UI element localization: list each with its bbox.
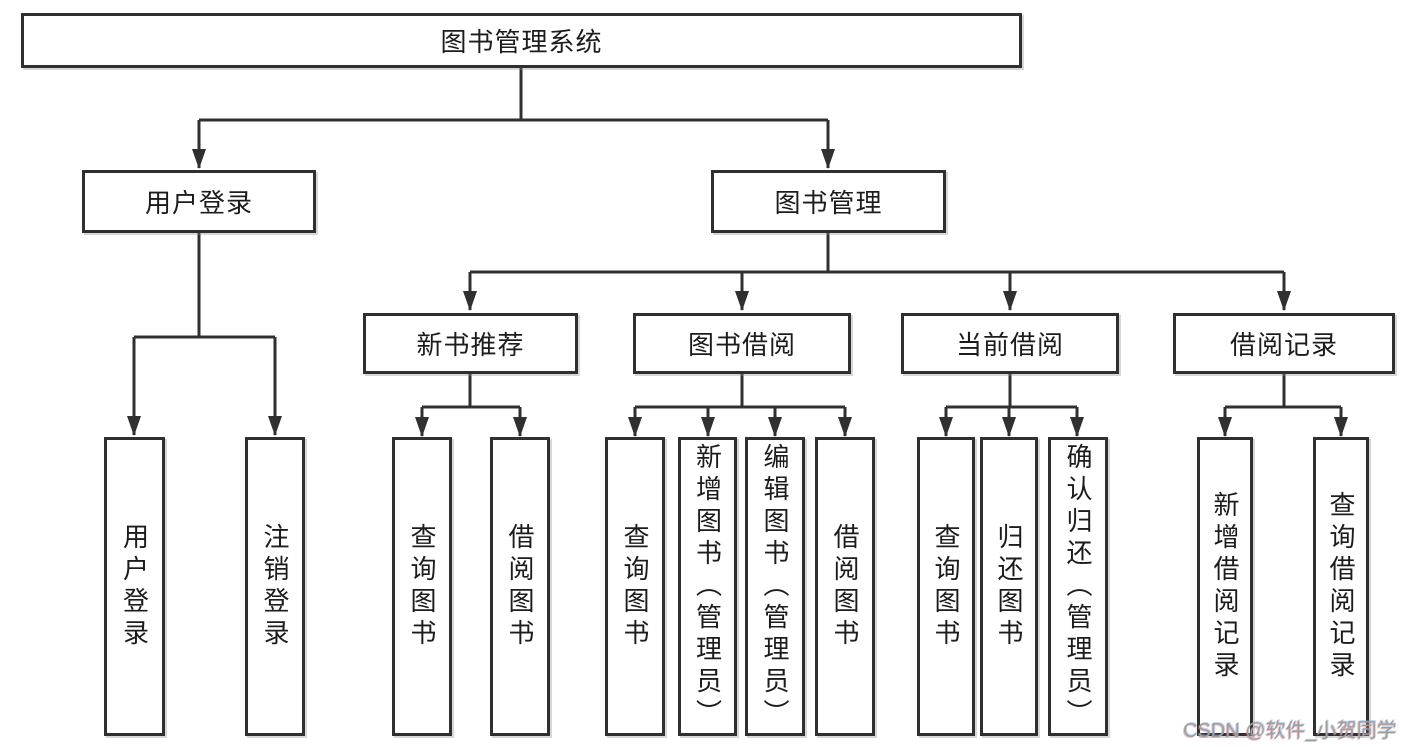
- node-user-login: 用户登录: [82, 170, 316, 233]
- node-book-borrowing: 图书借阅: [633, 313, 851, 374]
- leaf-query-books-recommend: 查询图书: [392, 437, 452, 736]
- leaf-logout: 注销登录: [245, 437, 305, 736]
- leaf-borrow-books: 借阅图书: [815, 437, 875, 736]
- leaf-add-borrow-record: 新增借阅记录: [1197, 437, 1253, 736]
- node-current-borrowing: 当前借阅: [901, 313, 1119, 374]
- leaf-query-books-borrowing: 查询图书: [605, 437, 665, 736]
- leaf-add-books-admin: 新增图书（管理员）: [678, 437, 737, 736]
- leaf-edit-books-admin: 编辑图书（管理员）: [745, 437, 805, 736]
- node-borrowing-records: 借阅记录: [1173, 313, 1395, 374]
- node-root-library-system: 图书管理系统: [21, 13, 1022, 68]
- node-new-book-recommendation: 新书推荐: [363, 313, 578, 374]
- leaf-query-borrow-record: 查询借阅记录: [1313, 437, 1369, 736]
- node-book-management: 图书管理: [711, 170, 946, 233]
- leaf-borrow-books-recommend: 借阅图书: [490, 437, 550, 736]
- leaf-user-login: 用户登录: [104, 437, 165, 736]
- leaf-query-books-current: 查询图书: [917, 437, 975, 736]
- leaf-return-books: 归还图书: [980, 437, 1038, 736]
- leaf-confirm-return-admin: 确认归还（管理员）: [1048, 437, 1108, 736]
- watermark: CSDN @软件_小贺同学: [1183, 720, 1397, 742]
